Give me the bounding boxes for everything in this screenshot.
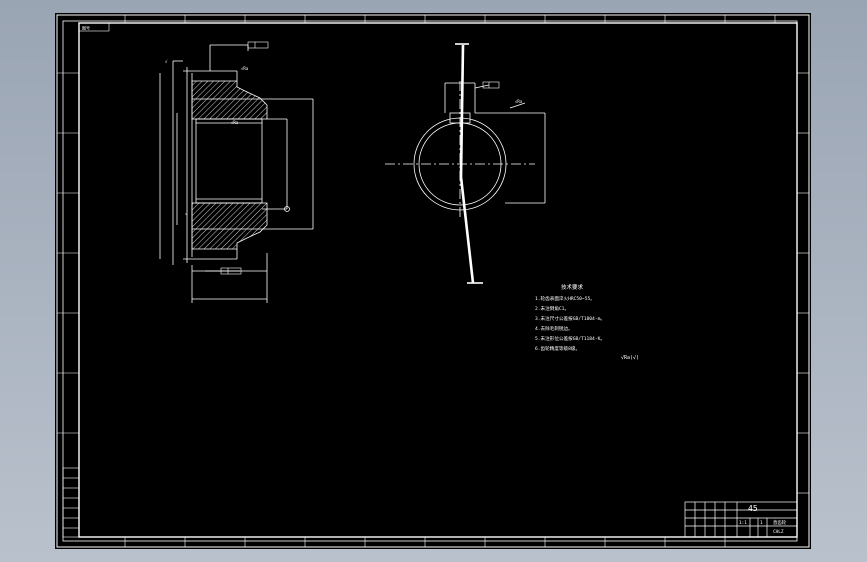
surface-finish-note: √Ra(√) xyxy=(621,355,639,361)
scale-value: 1:1 xyxy=(739,520,747,526)
drawing-tag-box xyxy=(78,22,110,32)
roughness-symbols: √Ra √Ra √ √Ra √ xyxy=(165,59,523,216)
material-label: 45 xyxy=(748,504,758,513)
drawing-tag: 图号 xyxy=(82,25,90,31)
tech-req-item: 6.齿轮精度等级8级。 xyxy=(535,345,580,352)
svg-text:√: √ xyxy=(185,211,188,216)
drawing-sheet[interactable]: 图号 xyxy=(55,13,811,549)
technical-requirements: 技术要求 1.轮齿表面淬火HRC50~55。 2.未注倒角C1。 3.未注尺寸公… xyxy=(535,283,639,361)
tech-req-title: 技术要求 xyxy=(561,283,584,291)
title-block xyxy=(684,501,798,538)
outer-border xyxy=(56,14,810,548)
sheet-number: 1 xyxy=(760,520,763,526)
tolerance-frames xyxy=(220,41,500,275)
drawing-canvas: 图号 xyxy=(56,14,810,548)
svg-text:√Ra: √Ra xyxy=(515,99,523,104)
gear-section-view xyxy=(159,44,314,303)
part-name: 直齿轮 xyxy=(773,519,787,526)
svg-text:√Ra: √Ra xyxy=(231,120,239,125)
zone-ticks xyxy=(57,15,809,547)
svg-text:√Ra: √Ra xyxy=(241,66,249,71)
tech-req-item: 3.未注尺寸公差按GB/T1804-m。 xyxy=(535,315,605,322)
revision-strip xyxy=(62,467,80,538)
drawing-code: CHLZ xyxy=(773,529,784,535)
tech-req-item: 1.轮齿表面淬火HRC50~55。 xyxy=(535,295,595,302)
tech-req-item: 2.未注倒角C1。 xyxy=(535,305,569,312)
drawing-border xyxy=(78,22,798,538)
section-cut-line xyxy=(455,43,483,284)
gear-front-view xyxy=(385,81,546,218)
tech-req-item: 4.去除毛刺锐边。 xyxy=(535,325,573,332)
svg-text:√: √ xyxy=(165,59,168,64)
tech-req-item: 5.未注形位公差按GB/T1184-K。 xyxy=(535,335,605,342)
